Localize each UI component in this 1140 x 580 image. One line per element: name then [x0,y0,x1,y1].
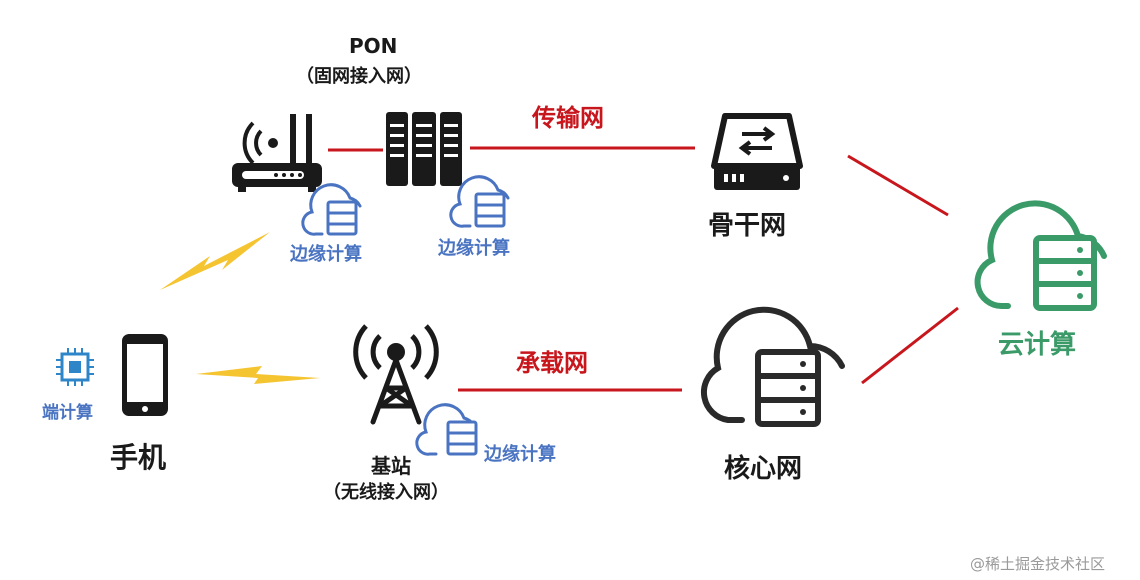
edge-cloud-icon [301,183,362,236]
lightning-icon [196,366,320,384]
cell-tower-icon [353,324,439,425]
edge-computing-label: 边缘计算 [484,444,556,465]
bearer-network-label: 承载网 [516,349,588,377]
core-network-label: 核心网 [724,454,803,484]
pon-label: PON [349,34,398,58]
base-station-label: 基站 [371,454,411,478]
router-icon [232,114,322,192]
cloud-server-icon [974,200,1107,311]
edge-cloud-icon [449,175,510,228]
watermark: @稀土掘金技术社区 [970,555,1106,573]
chip-icon [56,348,94,386]
backbone-cloud-line [847,154,949,217]
core-cloud-line [861,306,959,385]
phone-icon [122,334,168,416]
pon-server-icon [386,112,462,186]
transport-network-label: 传输网 [532,104,604,132]
pon-sublabel: （固网接入网） [296,66,422,87]
phone-label: 手机 [110,441,167,474]
backbone-label: 骨干网 [708,211,787,241]
edge-cloud-icon [415,403,478,456]
base-station-sublabel: （无线接入网） [323,482,449,503]
connection-lines [328,146,959,392]
endpoint-computing-label: 端计算 [42,403,93,423]
edge-computing-label: 边缘计算 [438,238,510,259]
edge-computing-label: 边缘计算 [290,244,362,265]
backbone-drive-icon [711,113,803,190]
lightning-icon [160,232,270,290]
cloud-computing-label: 云计算 [998,330,1077,360]
core-cloud-server-icon [700,306,845,427]
